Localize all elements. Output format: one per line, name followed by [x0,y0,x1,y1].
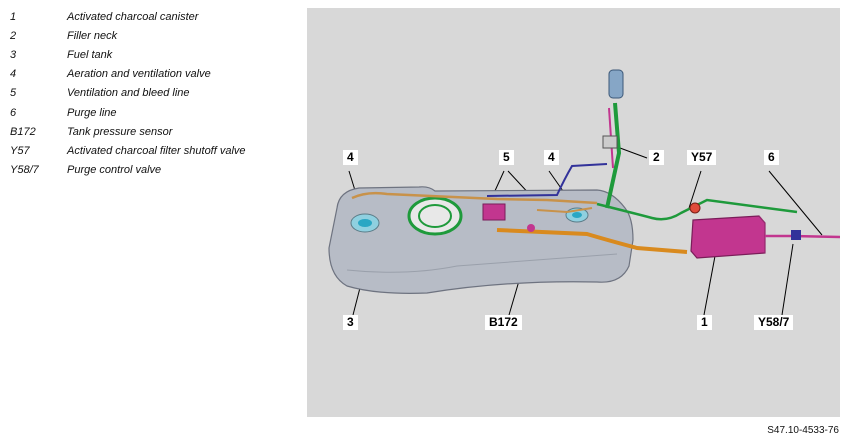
vent-line-5b [536,207,593,214]
callout-b172: B172 [485,315,522,330]
legend-key: 5 [10,87,17,100]
callout-6: 6 [764,150,779,165]
vent-line-5 [351,191,598,205]
valve-4-left [358,219,372,227]
callout-4-right: 4 [544,150,559,165]
leader-1 [703,255,716,316]
legend-key: 1 [10,10,17,23]
filler-neck-tube [605,102,622,209]
canister-edge [758,215,766,253]
legend-key: 3 [10,48,17,61]
legend-row: 2 Filler neck [10,26,300,45]
legend-text: Fuel tank [67,48,113,61]
fuel-system-drawing [328,69,840,316]
legend-text: Filler neck [67,29,118,42]
filler-fitting [602,135,618,149]
legend-key: 2 [10,29,17,42]
y57-shutoff-valve [689,202,701,214]
legend-key: Y57 [10,144,30,157]
valve-4-right [572,212,582,218]
fuel-pump-inner [418,204,452,228]
legend-row: 3 Fuel tank [10,45,300,64]
legend-row: 1 Activated charcoal canister [10,7,300,26]
legend-row: Y57 Activated charcoal filter shutoff val… [10,141,300,160]
fuel-system-figure: 4 5 4 2 Y57 6 3 B172 1 Y58/7 [307,8,840,417]
charcoal-canister [690,215,766,259]
legend-text: Aeration and ventilation valve [67,68,211,81]
callout-y57: Y57 [687,150,717,165]
legend-text: Tank pressure sensor [67,125,173,138]
canister-line-orange [496,228,688,254]
legend-key: Y58/7 [10,164,39,177]
legend-key: 4 [10,68,17,81]
purge-line-6 [765,234,840,239]
callout-4-left: 4 [343,150,358,165]
leader-y57 [688,170,702,209]
leader-6 [768,170,823,236]
b172-tank-pressure-sensor [527,224,535,232]
figure-id: S47.10-4533-76 [767,425,839,436]
legend-text: Purge control valve [67,164,162,177]
pump-control-module [482,203,506,221]
vent-line-green [596,198,798,221]
legend-key: B172 [10,125,36,138]
legend-row: B172 Tank pressure sensor [10,122,300,141]
legend-text: Purge line [67,106,117,119]
tank-seam [346,253,618,273]
legend-row: 6 Purge line [10,103,300,122]
filler-cap [608,69,624,99]
fuel-tank [328,186,634,294]
legend-text: Ventilation and bleed line [67,87,190,100]
callout-5: 5 [499,150,514,165]
bleed-line-blue [486,163,608,197]
legend-row: 4 Aeration and ventilation valve [10,65,300,84]
legend-text: Activated charcoal canister [67,10,199,23]
legend-row: Y58/7 Purge control valve [10,161,300,180]
callout-3: 3 [343,315,358,330]
fuel-pump-module [407,196,463,236]
leader-5a [493,170,505,194]
legend-text: Activated charcoal filter shutoff valve [67,144,246,157]
legend-key: 6 [10,106,17,119]
callout-1: 1 [697,315,712,330]
legend-row: 5 Ventilation and bleed line [10,84,300,103]
y58-7-purge-control-valve [791,230,801,240]
leader-y58-7 [781,243,794,316]
callout-y58-7: Y58/7 [754,315,794,330]
legend: 1 Activated charcoal canister 2 Filler nec… [10,7,300,180]
callout-2: 2 [649,150,664,165]
leader-2 [619,147,648,159]
